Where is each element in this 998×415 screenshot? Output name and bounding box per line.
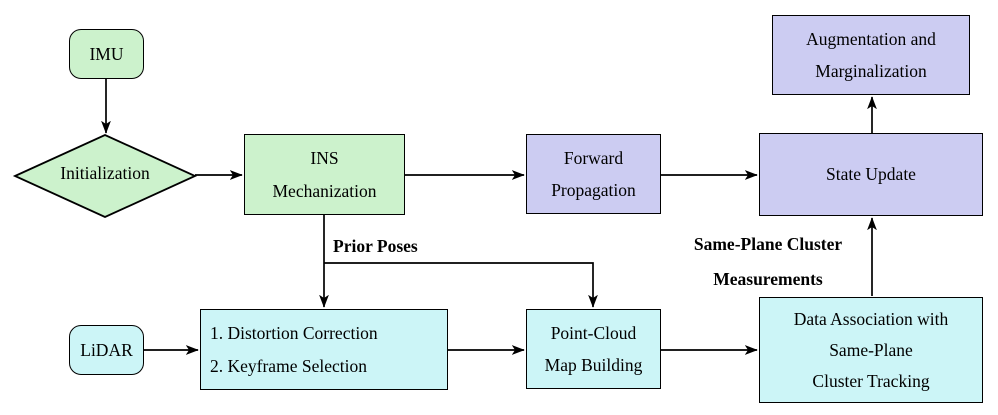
- node-ins-line2: Mechanization: [272, 180, 377, 201]
- node-state-update-label: State Update: [826, 164, 916, 185]
- node-lidar: LiDAR: [69, 325, 144, 375]
- node-preprocessing-line2: 2. Keyframe Selection: [210, 355, 367, 376]
- node-association-line2: Same-Plane: [829, 339, 913, 360]
- node-preprocessing: 1. Distortion Correction 2. Keyframe Sel…: [200, 309, 448, 390]
- node-augmentation-line1: Augmentation and: [806, 28, 936, 49]
- edge-label-same-plane-line2: Measurements: [713, 269, 823, 289]
- edge-label-prior-poses: Prior Poses: [333, 236, 418, 256]
- node-point-cloud-map: Point-Cloud Map Building: [526, 309, 661, 389]
- node-data-association: Data Association with Same-Plane Cluster…: [759, 297, 983, 403]
- node-lidar-label: LiDAR: [80, 339, 133, 360]
- node-map-line2: Map Building: [544, 355, 643, 376]
- node-augmentation-marginalization: Augmentation and Marginalization: [772, 15, 970, 95]
- node-imu: IMU: [69, 29, 144, 79]
- node-forward-line1: Forward: [563, 147, 624, 168]
- node-imu-label: IMU: [89, 43, 124, 64]
- edge-ins-map: [324, 262, 598, 308]
- node-ins-mechanization: INS Mechanization: [244, 134, 405, 215]
- node-initialization-label: Initialization: [60, 163, 150, 183]
- node-ins-line1: INS: [310, 147, 339, 168]
- edge-label-same-plane-line1: Same-Plane Cluster: [693, 234, 843, 254]
- node-map-line1: Point-Cloud: [550, 322, 637, 343]
- node-state-update: State Update: [759, 133, 983, 216]
- node-augmentation-line2: Marginalization: [815, 61, 927, 82]
- edge-label-same-plane-cluster-measurements: Same-Plane Cluster Measurements: [664, 227, 872, 297]
- node-association-line1: Data Association with: [793, 308, 949, 329]
- node-initialization-diamond: [12, 134, 198, 218]
- node-preprocessing-line1: 1. Distortion Correction: [210, 322, 378, 343]
- node-forward-line2: Propagation: [551, 180, 636, 201]
- node-association-line3: Cluster Tracking: [812, 370, 930, 391]
- node-forward-propagation: Forward Propagation: [526, 134, 661, 214]
